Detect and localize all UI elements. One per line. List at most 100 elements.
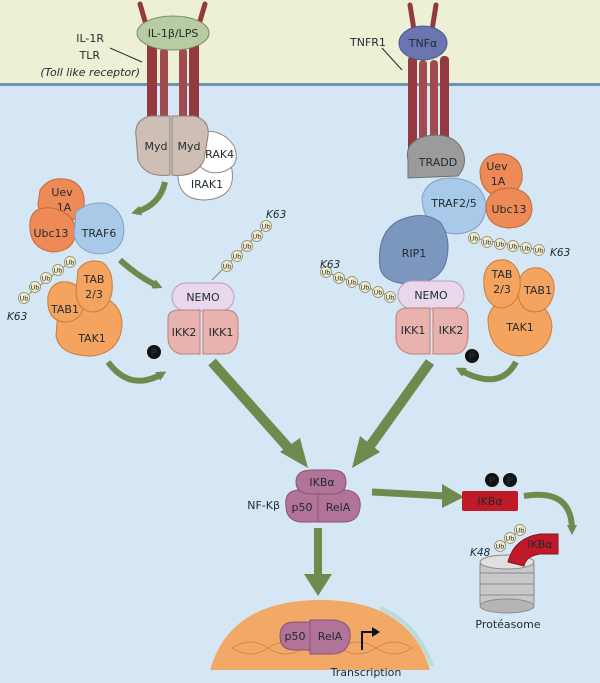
ikk2-label-right: IKK2 [439, 324, 464, 337]
irak1-label: IRAK1 [191, 178, 223, 191]
proteasome [479, 554, 535, 614]
tnfr1-pointer [381, 47, 403, 71]
ubiquitin-tag: Ub [241, 240, 253, 252]
svg-text:Ub: Ub [253, 233, 262, 241]
svg-text:Ub: Ub [535, 247, 544, 255]
ubc13-protein-right [485, 187, 533, 229]
phosphate-ikba-b [503, 473, 517, 487]
k63-ubiquitin-chain-right-left: Ub Ub Ub Ub Ub Ub [320, 266, 396, 303]
tnfa-ligand [398, 25, 448, 61]
ikk2-protein-left [167, 309, 201, 355]
right-receptor [407, 2, 449, 156]
nemo-label-right: NEMO [414, 289, 448, 302]
il1r-label: IL-1R [76, 32, 104, 45]
svg-text:Ub: Ub [20, 295, 29, 303]
k48-ubiquitin-chain: Ub Ub Ub [494, 524, 526, 552]
uev-label-left: Uev [51, 186, 73, 199]
ubiquitin-tag: Ub [29, 281, 41, 293]
arrow-ikk-right-to-nfkb [365, 359, 435, 449]
uev-1a-label-right: 1A [491, 175, 506, 188]
arrow-ikba-to-proteasome [523, 491, 577, 535]
tnfa-label: TNFα [408, 37, 438, 50]
nemo-protein-right [397, 280, 465, 310]
ikba-ubiquitinated [507, 533, 559, 567]
ikba-label: IKBα [309, 476, 334, 489]
ubiquitin-tag: Ub [520, 242, 532, 254]
ikk1-label-left: IKK1 [209, 326, 234, 339]
ubiquitin-tag: Ub [372, 286, 384, 298]
svg-text:Ub: Ub [233, 253, 242, 261]
phosphate-right [465, 349, 479, 363]
ubiquitin-tag: Ub [231, 250, 243, 262]
ubc13-label-right: Ubc13 [491, 203, 526, 216]
transcription-start-arrow [361, 631, 374, 650]
tnfr1-label: TNFR1 [349, 36, 386, 49]
arrow-ikk-left-to-nfkb [208, 358, 296, 456]
k63-label-left-bottom: K63 [7, 311, 27, 323]
nemo-label-left: NEMO [186, 291, 220, 304]
svg-text:Ub: Ub [322, 269, 331, 277]
ubiquitin-tag: Ub [18, 292, 30, 304]
ubc13-label-left: Ubc13 [33, 227, 68, 240]
myd-protein-a [135, 115, 171, 176]
rip1-label: RIP1 [402, 247, 427, 260]
nucleus-rela [309, 619, 351, 655]
tab23-protein-left [75, 260, 113, 313]
phosphate-ikba-b-label: P [507, 476, 514, 487]
svg-text:Ub: Ub [42, 275, 51, 283]
ubiquitin-tag: Ub [221, 260, 233, 272]
tab-label-left: TAB [83, 273, 105, 286]
nucleus-inner-membrane [379, 606, 434, 667]
svg-text:Ub: Ub [386, 294, 395, 302]
k48-label: K48 [470, 547, 491, 559]
tak1-label-right: TAK1 [505, 321, 534, 334]
tab23-label-left: 2/3 [85, 288, 103, 301]
tradd-label: TRADD [418, 156, 457, 169]
toll-like-receptor-label: (Toll like receptor) [40, 66, 140, 79]
proteasome-label: Protéasome [475, 618, 540, 631]
svg-text:Ub: Ub [223, 263, 232, 271]
svg-text:Ub: Ub [516, 527, 525, 535]
tak1-label-left: TAK1 [77, 332, 106, 345]
svg-text:Ub: Ub [496, 241, 505, 249]
traf25-label: TRAF2/5 [430, 197, 476, 210]
uev1a-protein-right [479, 153, 523, 197]
tab23-label-right: 2/3 [493, 283, 511, 296]
ubiquitin-tag: Ub [468, 232, 480, 244]
ubiquitin-tag: Ub [251, 230, 263, 242]
rela-label: RelA [326, 501, 351, 514]
arrow-nfkb-to-nucleus-head [304, 574, 332, 596]
tradd-protein [406, 134, 465, 179]
nfkb-label: NF-Kβ [247, 499, 280, 512]
arrow-tak1-to-ikk-left [105, 360, 167, 384]
svg-text:Ub: Ub [54, 267, 63, 275]
phosphate-ikba-a-label: P [489, 476, 496, 487]
ubiquitin-tag: Ub [384, 291, 396, 303]
traf6-label: TRAF6 [81, 227, 117, 240]
k63-ubiquitin-chain-left-bottom: Ub Ub Ub Ub Ub [18, 256, 76, 304]
svg-text:Ub: Ub [506, 535, 515, 543]
svg-text:Ub: Ub [31, 284, 40, 292]
transcription-start-arrow-head [372, 627, 380, 637]
ikk1-protein-right [395, 307, 431, 355]
ubiquitin-tag: Ub [333, 272, 345, 284]
svg-text:Ub: Ub [335, 275, 344, 283]
nucleus-rela-label: RelA [318, 630, 343, 643]
tab1-label-left: TAB1 [50, 303, 79, 316]
ubiquitin-tag: Ub [52, 264, 64, 276]
arrow-myd-to-traf6 [131, 181, 168, 216]
myd-label-a: Myd [145, 140, 168, 153]
phosphate-label-right: P [469, 352, 476, 363]
ikk1-label-right: IKK1 [401, 324, 426, 337]
il1b-lps-ligand [136, 15, 210, 51]
uev-label-right: Uev [486, 160, 508, 173]
myd-label-b: Myd [178, 140, 201, 153]
svg-text:Ub: Ub [374, 289, 383, 297]
nucleus-p50-label: p50 [285, 630, 306, 643]
transcription-label: Transcription [330, 666, 402, 679]
plasma-membrane [0, 83, 600, 86]
ubiquitin-tag: Ub [359, 281, 371, 293]
svg-text:Ub: Ub [522, 245, 531, 253]
nfkb-rela-subunit [317, 489, 361, 523]
